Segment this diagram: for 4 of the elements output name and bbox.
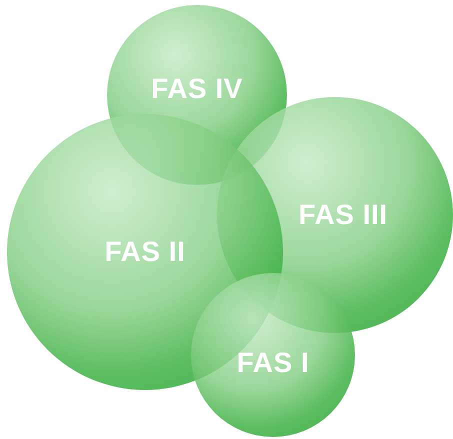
sphere-label: FAS IV <box>151 73 243 105</box>
sphere-label: FAS II <box>104 236 186 268</box>
sphere-label: FAS III <box>298 199 388 231</box>
sphere-label: FAS I <box>236 347 310 379</box>
